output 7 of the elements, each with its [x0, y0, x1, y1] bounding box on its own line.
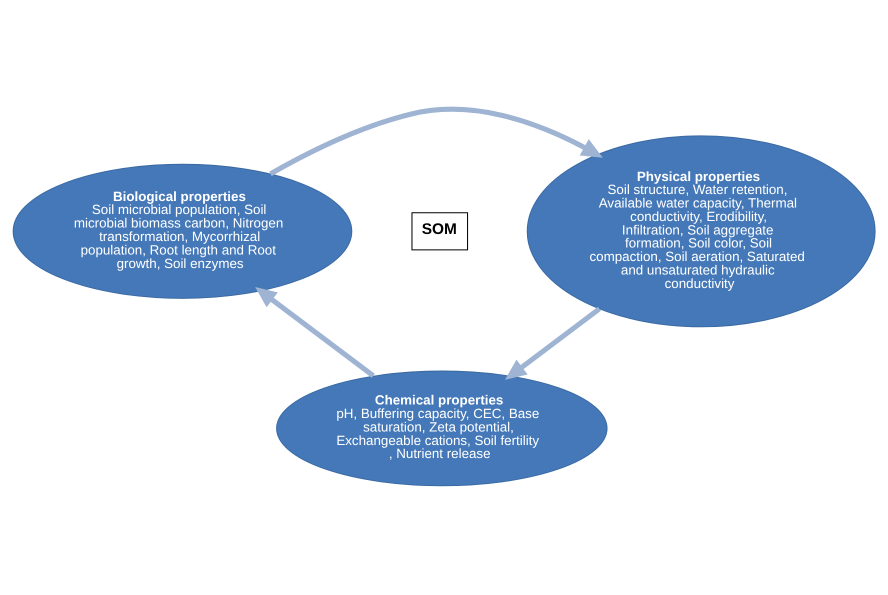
- arrow: [269, 106, 603, 176]
- node-ellipse: Chemical properties pH, Buffering capacity, CEC, Base saturation, Zeta potential, Exchangeable cations, Soil fertility , Nutrient release: [276, 370, 608, 486]
- arrow: [505, 306, 601, 380]
- node-ellipse: Physical properties Soil structure, Water retention, Available water capacity, Thermal conductivity, Erodibility, Infiltration, Soil aggregate formation, Soil color, Soil compaction, Soil aeration, Saturated and unsaturated hydraulic conductivity: [526, 135, 876, 328]
- node-ellipse: Biological properties Soil microbial population, Soil microbial biomass carbon, Nitrogen transformation, Mycorrhizal population, Root length and Root growth, Soil enzymes: [12, 164, 352, 299]
- arrow: [255, 287, 375, 378]
- node-box: SOM: [411, 212, 468, 250]
